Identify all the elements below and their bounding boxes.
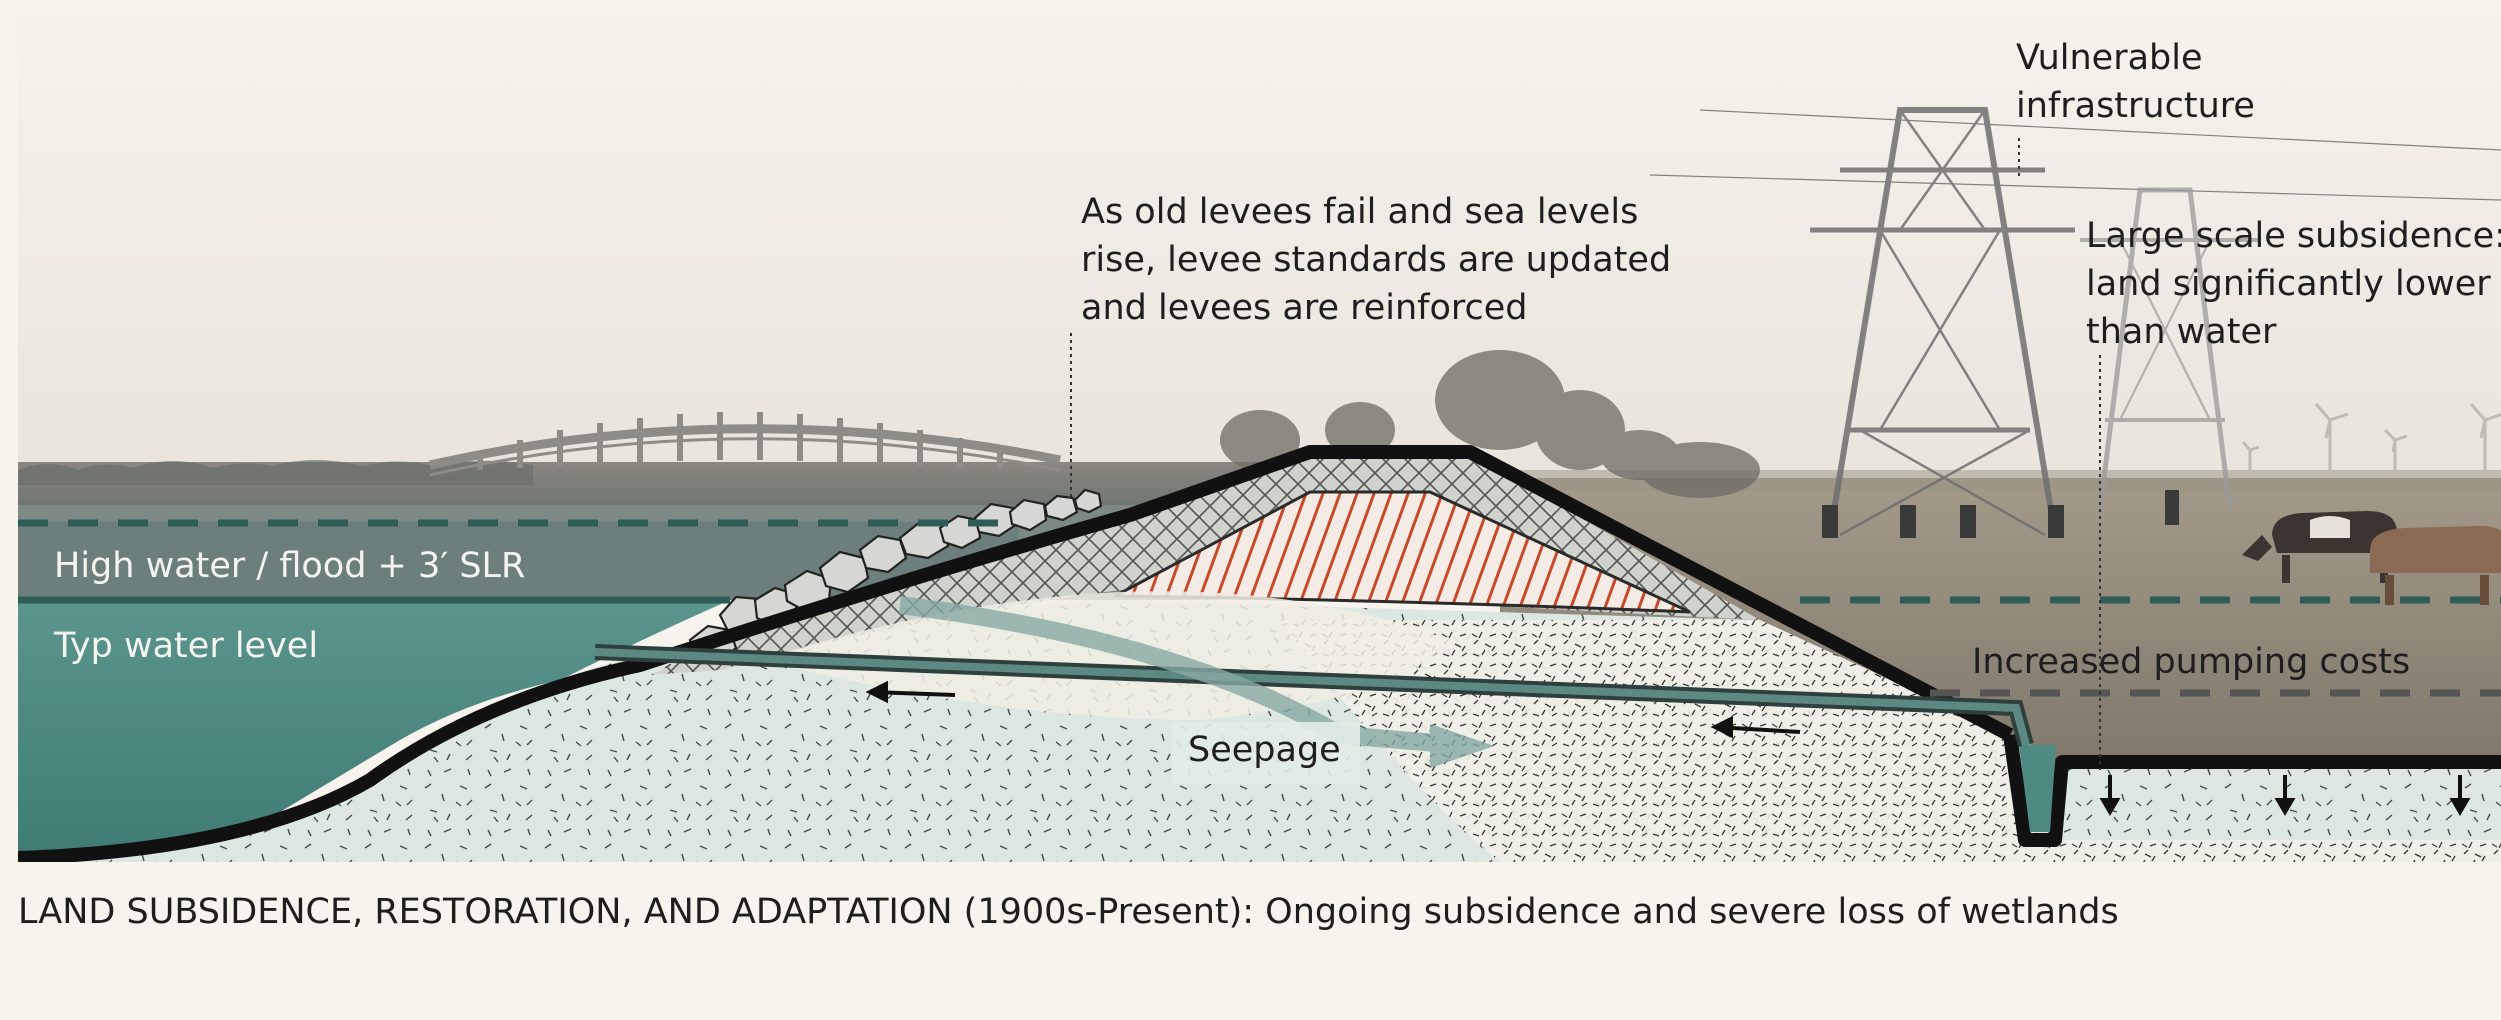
seepage-label: Seepage [1188, 730, 1341, 770]
background-trees [1220, 350, 1760, 498]
bridge [429, 412, 1061, 477]
ditch-water [2019, 745, 2056, 832]
tower-footings [1822, 490, 2179, 538]
drainage-ditch [2003, 734, 2501, 847]
subsidence-label: Large scale subsidence: land significant… [2086, 212, 2501, 356]
seepage-pipe [594, 644, 2034, 748]
seepage-flow-arrow [898, 596, 1495, 768]
levee-outline [18, 445, 2014, 862]
wind-turbines [2241, 403, 2501, 470]
high-water-label: High water / flood + 3′ SLR [54, 546, 526, 586]
transmission-tower-left [1649, 107, 2501, 537]
label-line: land significantly lower [2086, 264, 2491, 304]
seepage-label-box [1172, 722, 1360, 784]
label-line: rise, levee standards are updated [1081, 240, 1672, 280]
transmission-tower-right [2080, 187, 2260, 511]
label-line: infrastructure [2016, 86, 2255, 126]
cows [2242, 511, 2501, 605]
river-water [18, 600, 730, 862]
flow-arrows [865, 680, 1801, 739]
subsidence-arrows [2099, 775, 2471, 816]
label-line: As old levees fail and sea levels [1081, 192, 1639, 232]
label-line: and levees are reinforced [1081, 288, 1528, 328]
pumping-costs-label: Increased pumping costs [1972, 642, 2411, 682]
label-line: than water [2086, 312, 2277, 352]
annotation-leaders [1070, 138, 2101, 770]
sky [18, 0, 2501, 470]
subsided-soil-right [1280, 620, 2501, 862]
vulnerable-infrastructure-label: Vulnerable infrastructure [2016, 34, 2255, 130]
typical-water-label: Typ water level [54, 626, 319, 666]
label-line: Large scale subsidence: [2086, 216, 2501, 256]
levee-reinforcement-label: As old levees fail and sea levels rise, … [1081, 188, 1671, 332]
levee-core-light [760, 591, 1450, 720]
label-line: Vulnerable [2016, 38, 2203, 78]
figure-caption: LAND SUBSIDENCE, RESTORATION, AND ADAPTA… [18, 892, 2119, 932]
distant-trees [18, 460, 533, 485]
